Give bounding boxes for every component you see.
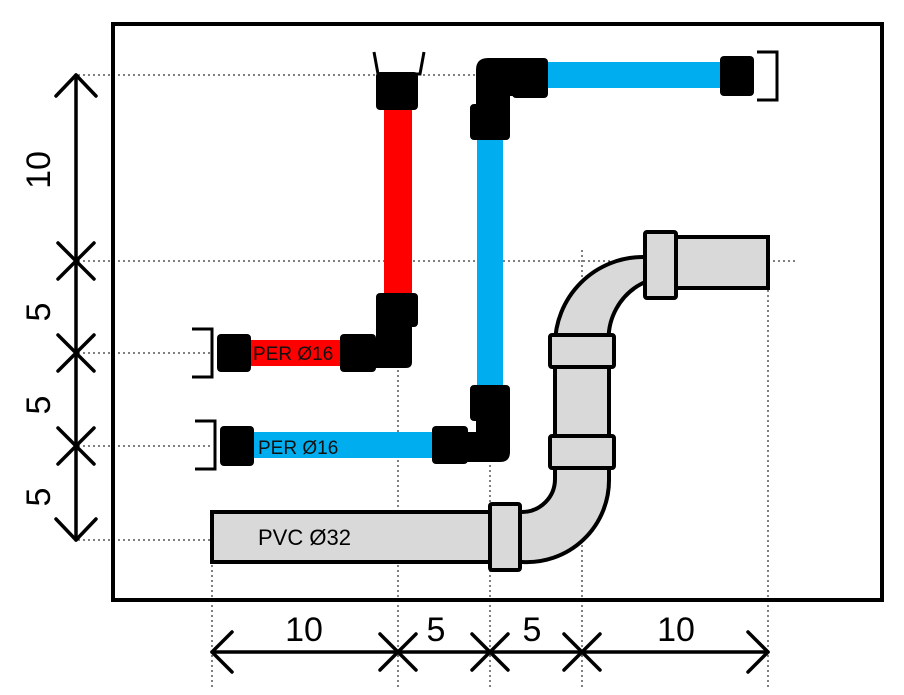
guide-lines xyxy=(78,74,798,690)
per-blue-label: PER Ø16 xyxy=(258,438,338,459)
per-blue-pipe xyxy=(195,50,779,471)
dim-v-5-middle: 5 xyxy=(20,396,58,415)
dim-h-5-right: 5 xyxy=(523,611,542,649)
dim-h-5-left: 5 xyxy=(427,611,446,649)
dim-h-10-left: 10 xyxy=(285,611,323,649)
dim-v-10: 10 xyxy=(20,151,58,189)
dim-v-5-upper: 5 xyxy=(20,303,58,322)
horizontal-dimension-chain xyxy=(210,630,770,674)
vertical-dimension-chain xyxy=(54,73,98,542)
dim-h-10-right: 10 xyxy=(657,611,695,649)
pvc-label: PVC Ø32 xyxy=(258,525,351,550)
per-red-pipe xyxy=(192,51,426,379)
per-red-label: PER Ø16 xyxy=(253,344,333,365)
pvc-pipe xyxy=(210,230,770,572)
drawing-frame xyxy=(111,22,884,602)
dim-v-5-lower: 5 xyxy=(20,488,58,507)
